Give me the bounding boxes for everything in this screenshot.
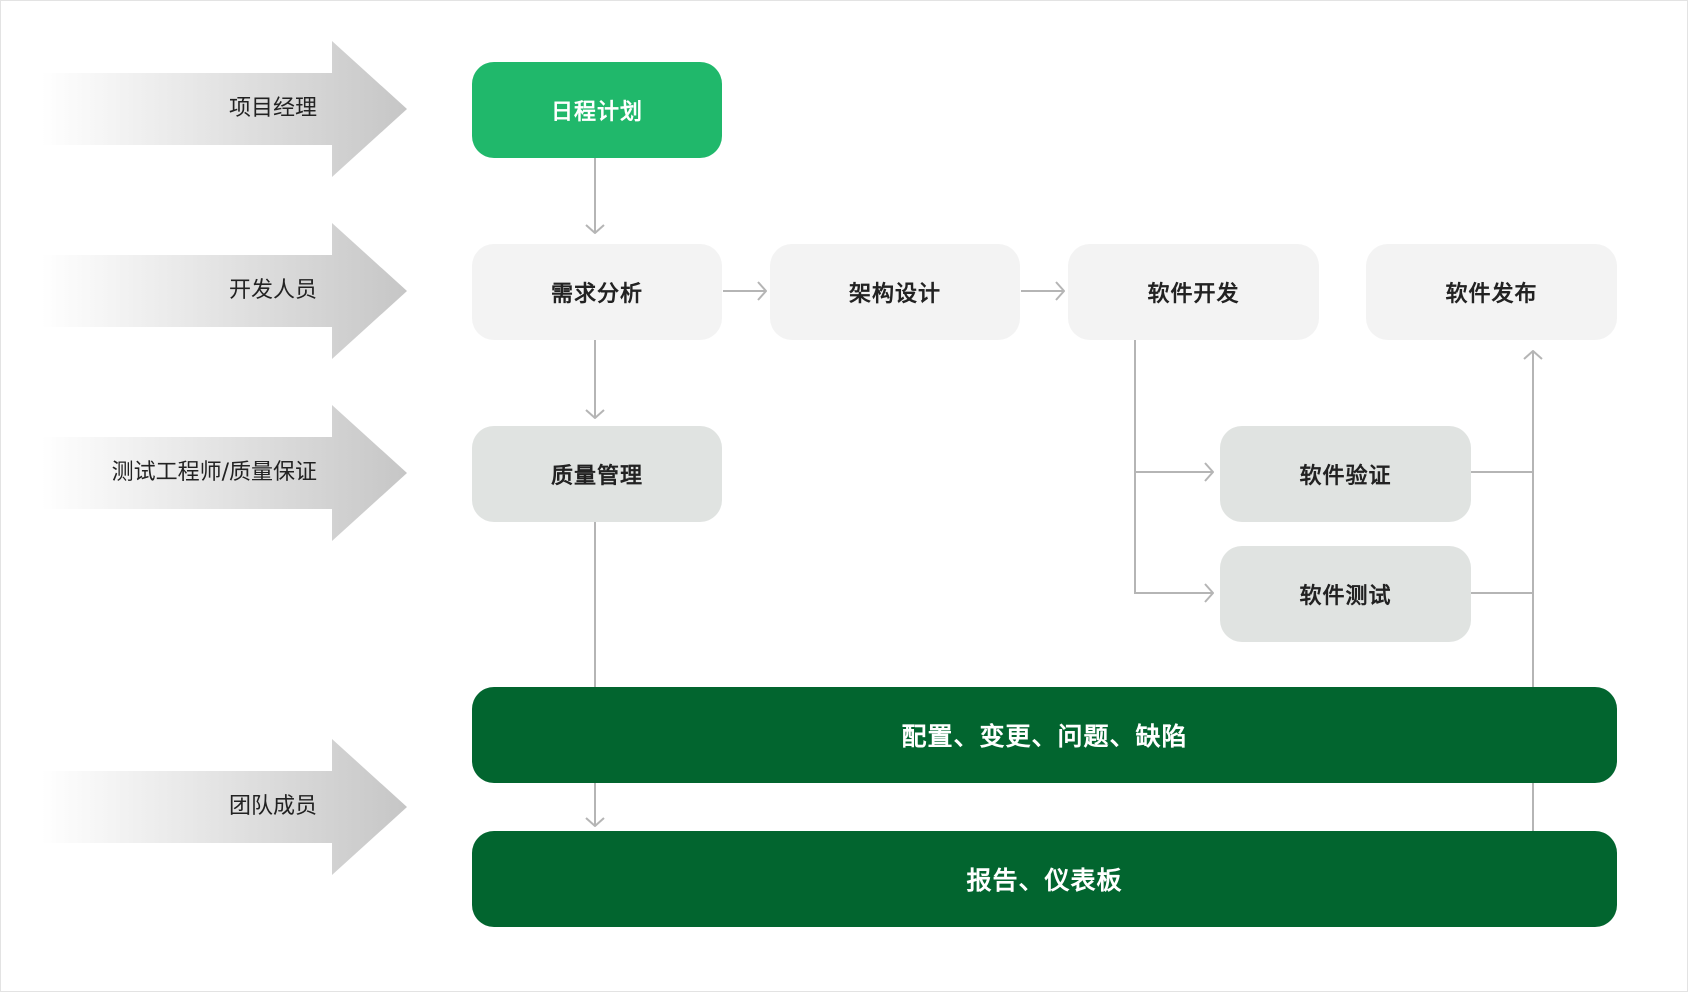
node-label: 报告、仪表板 — [966, 866, 1123, 895]
role-developer: 开发人员 — [41, 223, 411, 359]
role-label: 开发人员 — [228, 278, 317, 303]
role-label: 测试工程师/质量保证 — [111, 460, 317, 485]
node-testing: 软件测试 — [1220, 546, 1471, 642]
node-label: 软件开发 — [1147, 282, 1240, 307]
role-team-member: 团队成员 — [41, 739, 411, 875]
gradient-arrow-icon — [41, 405, 407, 541]
node-development: 软件开发 — [1068, 244, 1319, 340]
node-schedule: 日程计划 — [472, 62, 722, 158]
node-reports: 报告、仪表板 — [472, 831, 1617, 927]
role-label: 团队成员 — [228, 794, 317, 819]
node-verification: 软件验证 — [1220, 426, 1471, 522]
role-qa-engineer: 测试工程师/质量保证 — [41, 405, 411, 541]
node-label: 软件验证 — [1299, 464, 1392, 489]
node-quality: 质量管理 — [472, 426, 722, 522]
gradient-arrow-icon — [41, 223, 407, 359]
role-label: 项目经理 — [228, 96, 317, 121]
connector-development-verification — [1134, 340, 1213, 472]
node-label: 日程计划 — [550, 100, 643, 125]
node-label: 配置、变更、问题、缺陷 — [901, 722, 1188, 751]
node-config-changes: 配置、变更、问题、缺陷 — [472, 687, 1617, 783]
node-label: 软件测试 — [1299, 584, 1392, 609]
role-project-manager: 项目经理 — [41, 41, 411, 177]
node-requirements: 需求分析 — [472, 244, 722, 340]
node-label: 架构设计 — [848, 282, 941, 307]
node-release: 软件发布 — [1366, 244, 1617, 340]
node-label: 需求分析 — [550, 282, 643, 307]
connector-development-testing — [1134, 472, 1213, 593]
node-label: 软件发布 — [1445, 282, 1538, 307]
node-label: 质量管理 — [550, 464, 643, 489]
node-architecture: 架构设计 — [770, 244, 1020, 340]
gradient-arrow-icon — [41, 41, 407, 177]
gradient-arrow-icon — [41, 739, 407, 875]
